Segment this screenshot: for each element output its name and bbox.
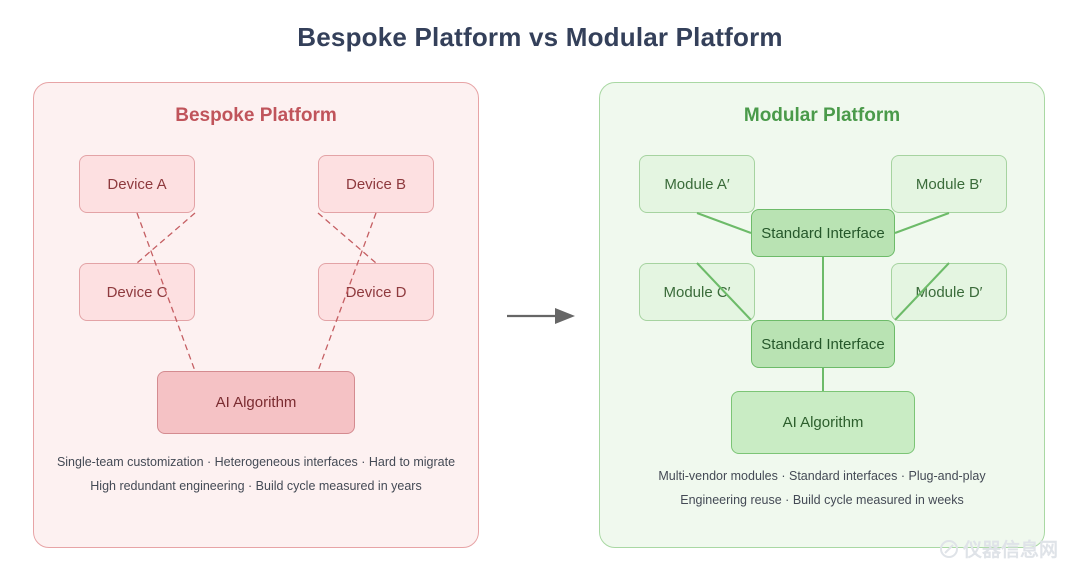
transition-arrow-icon — [507, 308, 575, 324]
bespoke-caption-2: High redundant engineering · Build cycle… — [90, 479, 422, 493]
watermark: 仪器信息网 — [939, 535, 1058, 562]
module-b-node: Module B′ — [891, 155, 1007, 213]
modular-heading: Modular Platform — [743, 105, 901, 126]
bespoke-heading: Bespoke Platform — [175, 105, 337, 126]
standard-interface-bottom-node: Standard Interface — [751, 320, 895, 368]
diagram-title: Bespoke Platform vs Modular Platform — [297, 22, 783, 52]
bespoke-ai-algorithm-node: AI Algorithm — [157, 371, 355, 434]
modular-caption-2: Engineering reuse · Build cycle measured… — [680, 493, 964, 507]
device-a-node: Device A — [79, 155, 195, 213]
device-d-node: Device D — [318, 263, 434, 321]
bespoke-caption-1: Single-team customization · Heterogeneou… — [56, 455, 456, 469]
standard-interface-top-node: Standard Interface — [751, 209, 895, 257]
watermark-text: 仪器信息网 — [962, 540, 1058, 561]
modular-caption-1: Multi-vendor modules · Standard interfac… — [658, 469, 986, 483]
module-d-node: Module D′ — [891, 263, 1007, 321]
modular-ai-algorithm-node: AI Algorithm — [731, 391, 915, 454]
watermark-logo-icon — [939, 539, 958, 558]
module-a-node: Module A′ — [639, 155, 755, 213]
module-c-node: Module C′ — [639, 263, 755, 321]
device-c-node: Device C — [79, 263, 195, 321]
device-b-node: Device B — [318, 155, 434, 213]
